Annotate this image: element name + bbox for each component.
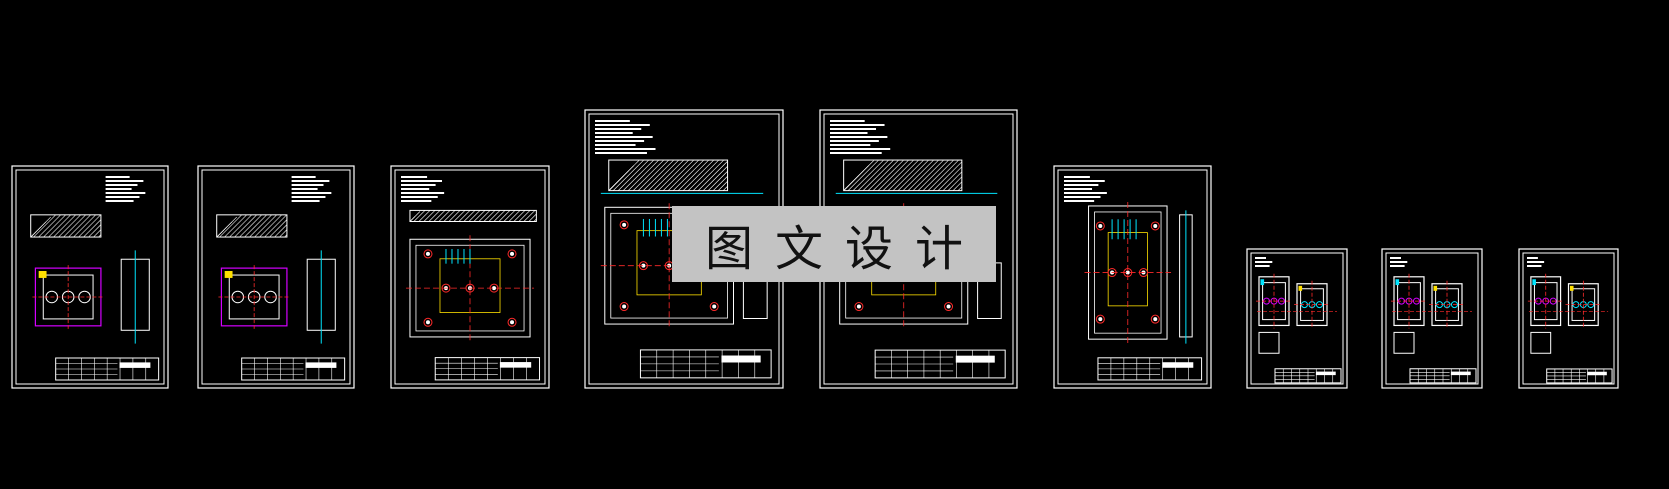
title-block <box>434 357 541 381</box>
sheet-outer-border <box>197 165 355 389</box>
sheet-outer-border <box>1246 248 1348 389</box>
part-view <box>1256 273 1292 329</box>
drawing-sheet-9 <box>1518 248 1619 389</box>
hatched-section <box>409 209 537 222</box>
hatched-section <box>843 159 963 192</box>
sheet-outer-border <box>1381 248 1483 389</box>
hatched-section <box>30 214 102 238</box>
hatched-section <box>216 214 288 238</box>
part-view <box>1429 280 1465 329</box>
title-block <box>1546 368 1613 384</box>
title-block <box>874 349 1006 379</box>
sheet-outer-border <box>11 165 169 389</box>
part-view <box>1527 273 1564 329</box>
title-block <box>241 357 346 381</box>
part-view <box>32 265 104 329</box>
title-block <box>1274 368 1342 384</box>
drawing-sheet-6 <box>1053 165 1212 389</box>
sheet-outer-border <box>390 165 550 389</box>
part-view <box>1294 280 1330 329</box>
sheet-outer-border <box>1518 248 1619 389</box>
drawing-sheet-3 <box>390 165 550 389</box>
title-block <box>639 349 772 379</box>
drawing-sheet-2 <box>197 165 355 389</box>
mold-plan-view <box>405 235 535 341</box>
watermark-text: 图文设计 <box>704 221 985 277</box>
part-view <box>1565 280 1602 329</box>
title-block <box>1097 357 1203 381</box>
watermark-banner: 图文设计 <box>672 206 996 282</box>
mold-plan-view <box>1084 201 1172 344</box>
drawing-sheet-7 <box>1246 248 1348 389</box>
drawing-sheet-8 <box>1381 248 1483 389</box>
sheet-outer-border <box>1053 165 1212 389</box>
part-view <box>218 265 290 329</box>
title-block <box>55 357 160 381</box>
drawing-sheet-1 <box>11 165 169 389</box>
hatched-section <box>608 159 729 192</box>
part-view <box>1391 273 1427 329</box>
title-block <box>1409 368 1477 384</box>
